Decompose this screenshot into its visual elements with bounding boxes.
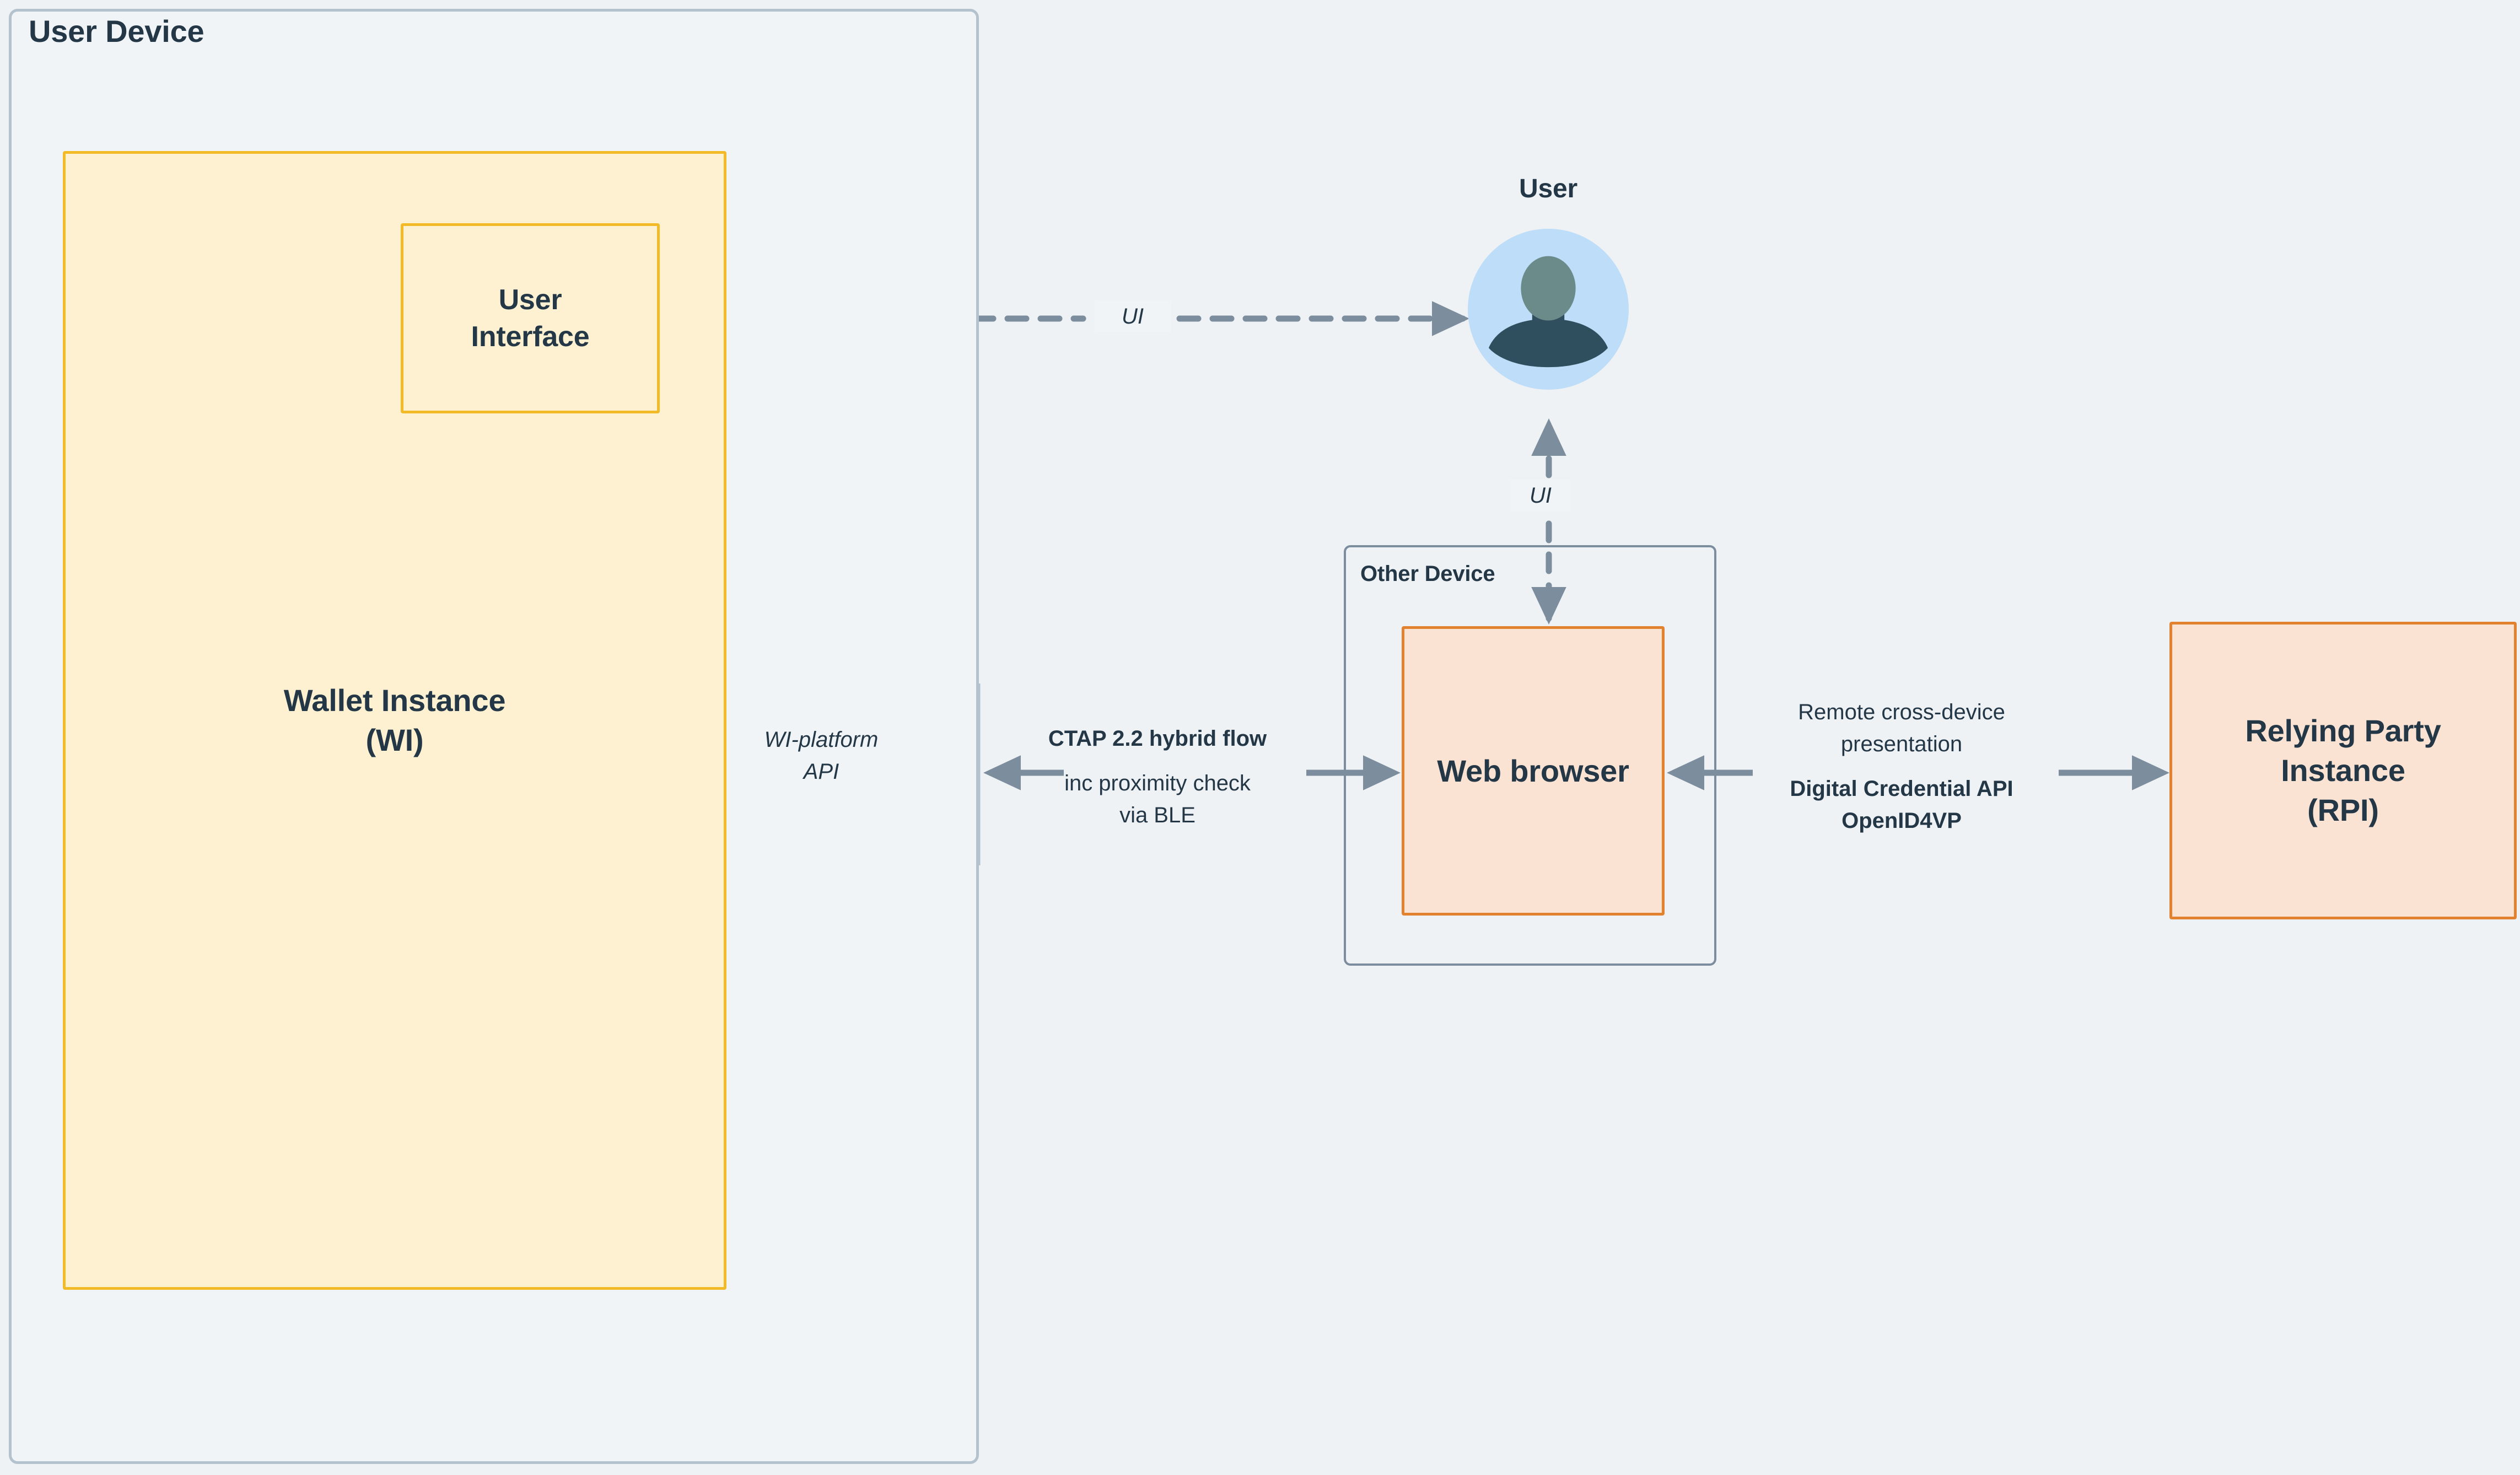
edge-label-remote-presentation: Remote cross-device presentation Digital… <box>1753 683 2050 850</box>
edge-label-wi-platform-api: WI-platform API <box>764 728 879 784</box>
edge-label-ui-horizontal: UI <box>1094 300 1171 332</box>
node-user-interface-label: User Interface <box>471 283 590 353</box>
edge-label-ui-vertical: UI <box>1510 480 1571 512</box>
node-web-browser[interactable]: Web browser <box>1402 626 1665 916</box>
node-web-browser-label: Web browser <box>1437 753 1629 788</box>
edge-label-ctap: CTAP 2.2 hybrid flow inc proximity check… <box>1014 710 1301 844</box>
node-wallet-instance-label: Wallet Instance (WI) <box>283 683 506 757</box>
edge-label-ctap-title: CTAP 2.2 hybrid flow <box>1048 726 1267 751</box>
node-relying-party-instance[interactable]: Relying Party Instance (RPI) <box>2169 622 2517 919</box>
user-actor-label: User <box>1519 174 1577 203</box>
edge-label-remote-presentation-title: Remote cross-device presentation <box>1798 700 2005 757</box>
edge-label-remote-presentation-detail: Digital Credential API OpenID4VP <box>1790 777 2013 833</box>
container-other-device <box>1344 545 1716 966</box>
container-user-device-title: User Device <box>29 14 204 49</box>
avatar <box>1468 229 1629 390</box>
user-avatar-icon <box>1468 229 1629 390</box>
container-other-device-title: Other Device <box>1360 562 1495 586</box>
node-user-interface[interactable]: User Interface <box>401 223 660 413</box>
edge-label-ctap-detail: inc proximity check via BLE <box>1064 771 1251 828</box>
node-relying-party-instance-label: Relying Party Instance (RPI) <box>2245 713 2441 827</box>
